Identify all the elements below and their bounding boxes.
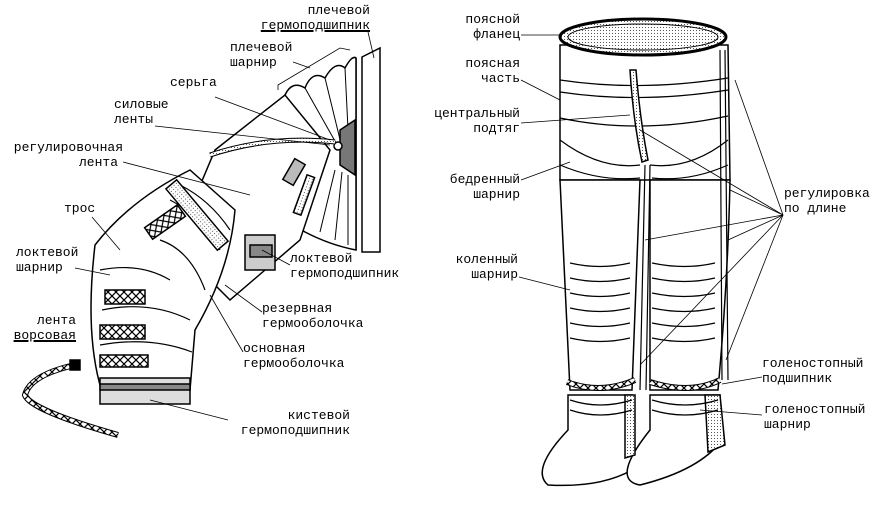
label-line: регулировка [784,186,870,201]
label-earring: серьга [170,75,217,90]
label-line: основная [243,341,306,356]
label-line: плечевой [230,40,293,55]
label-line: силовые [114,97,169,112]
label-line: резервная [262,301,333,316]
label-line: часть [480,71,520,86]
label-line: подтяг [473,121,520,136]
label-line: гермоподшипник [290,266,400,281]
label-line: ворсовая [13,328,76,343]
label-line: коленный [455,252,518,267]
label-line: трос [64,201,96,216]
label-line: гермоподшипник [240,423,350,438]
left-boot [541,394,633,487]
label-line: гермооболочка [262,316,364,331]
label-line: шарнир [230,55,277,70]
spacesuit-arm [21,46,381,438]
label-line: лента [78,155,118,170]
label-line: голеностопный [762,356,864,371]
central-tie-strap [629,69,649,163]
label-line: по длине [784,201,847,216]
label-line: шарнир [764,417,811,432]
shoulder-flange [361,46,381,253]
wrist-bearing [99,377,191,405]
label-line: шарнир [471,267,518,282]
label-line: поясной [465,12,520,27]
label-line: локтевой [16,245,79,260]
label-line: голеностопный [764,402,866,417]
label-cable: трос [64,201,95,216]
label-line: гермооболочка [243,356,345,371]
label-line: бедренный [449,172,520,187]
label-line: регулировочная [13,140,123,155]
label-line: локтевой [290,251,353,266]
label-line: подшипник [762,371,833,386]
right-leg [649,179,731,391]
spacesuit-legs [541,17,731,487]
label-line: гермоподшипник [260,18,370,33]
label-line: шарнир [16,260,63,275]
label-line: шарнир [473,187,520,202]
label-line: серьга [170,75,217,90]
label-line: лента [36,313,76,328]
label-line: кистевой [287,408,350,423]
left-leg [559,179,641,391]
leader-lines [74,31,784,421]
label-line: ленты [114,112,154,127]
label-line: фланец [473,27,520,42]
label-line: плечевой [307,3,370,18]
label-line: центральный [434,106,520,121]
label-line: поясная [465,56,520,71]
